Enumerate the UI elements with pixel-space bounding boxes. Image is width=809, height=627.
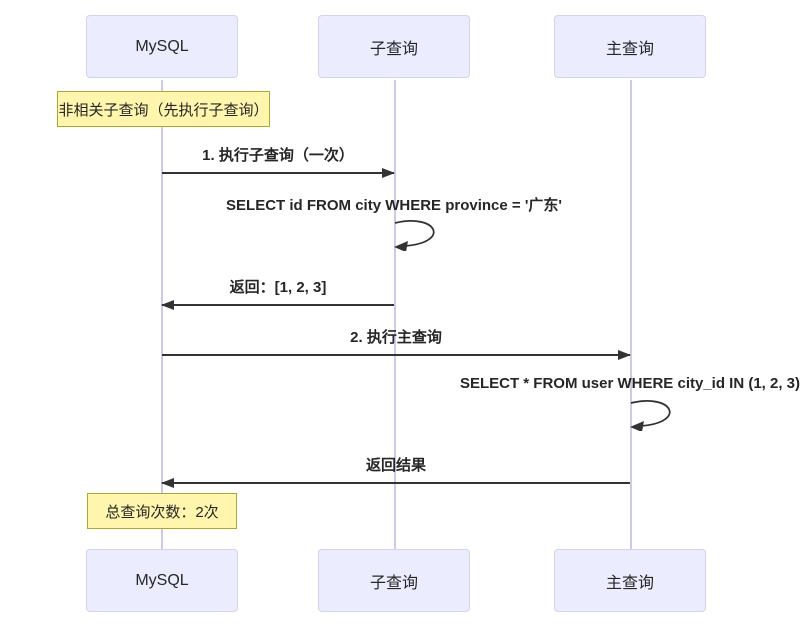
- participant-subquery-bottom: 子查询: [318, 549, 470, 612]
- note-text: 非相关子查询（先执行子查询）: [58, 101, 269, 119]
- message-arrow-line: [162, 168, 395, 178]
- message-label: 2. 执行主查询: [350, 329, 442, 346]
- note-text: 总查询次数：2次: [105, 503, 219, 521]
- participant-mysql-top: MySQL: [86, 15, 238, 78]
- message-arrow-line: [161, 300, 394, 310]
- participant-label: 主查询: [605, 40, 654, 58]
- participant-label: MySQL: [135, 37, 189, 55]
- lifeline-mainquery: [630, 80, 632, 550]
- self-loop-arrow-icon: [394, 220, 435, 251]
- arrowhead-right-icon: [382, 168, 395, 178]
- message-select-user: SELECT * FROM user WHERE city_id IN (1, …: [459, 375, 801, 392]
- message-return-result: 返回结果: [161, 456, 630, 488]
- participant-label: 子查询: [369, 574, 418, 592]
- participant-mysql-bottom: MySQL: [86, 549, 238, 612]
- self-loop-arrow-icon: [630, 400, 671, 431]
- participant-label: MySQL: [135, 571, 189, 589]
- lifeline-mysql: [161, 80, 163, 550]
- lifeline-subquery: [394, 80, 396, 550]
- arrowhead-left-icon: [161, 478, 174, 488]
- message-label: 返回结果: [365, 457, 426, 474]
- participant-mainquery-bottom: 主查询: [554, 549, 706, 612]
- message-label: 1. 执行子查询（一次）: [202, 147, 354, 164]
- message-arrow-line: [161, 478, 630, 488]
- message-arrow-line: [162, 350, 631, 360]
- message-exec-subquery: 1. 执行子查询（一次）: [162, 146, 395, 178]
- participant-mainquery-top: 主查询: [554, 15, 706, 78]
- participant-subquery-top: 子查询: [318, 15, 470, 78]
- message-label: 返回：[1, 2, 3]: [229, 279, 327, 296]
- participant-label: 子查询: [369, 40, 418, 58]
- arrowhead-left-icon: [161, 300, 174, 310]
- message-return-ids: 返回：[1, 2, 3]: [161, 278, 394, 310]
- participant-label: 主查询: [605, 574, 654, 592]
- note-uncorrelated-subquery: 非相关子查询（先执行子查询）: [57, 91, 270, 127]
- note-total-queries: 总查询次数：2次: [87, 493, 237, 529]
- arrowhead-right-icon: [618, 350, 631, 360]
- message-exec-mainquery: 2. 执行主查询: [162, 328, 631, 360]
- message-select-city: SELECT id FROM city WHERE province = '广东…: [226, 197, 562, 214]
